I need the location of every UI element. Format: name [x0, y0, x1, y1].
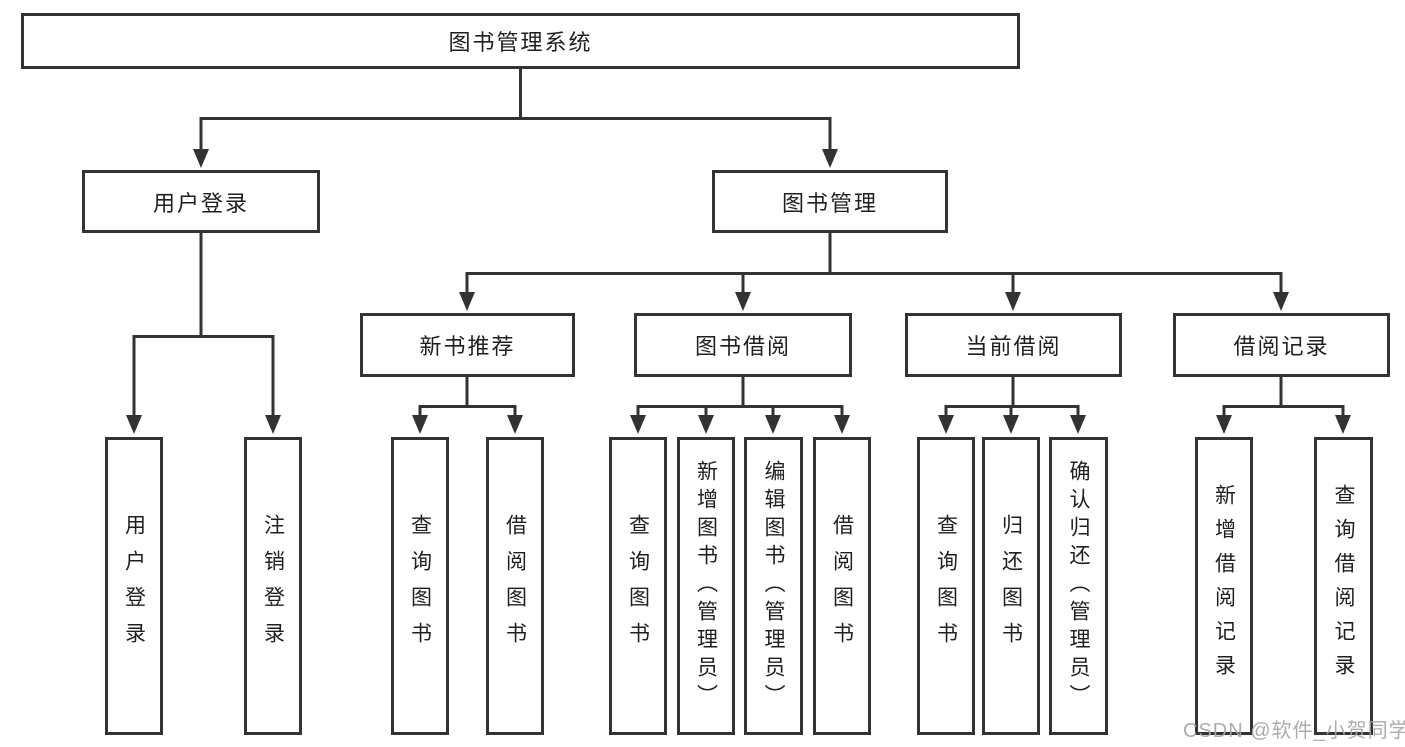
- node-borrowing-records: 借阅记录: [1173, 313, 1390, 377]
- node-new-book-recommend: 新书推荐: [360, 313, 575, 377]
- node-leaf-query-books-current: 查询图书: [917, 437, 975, 735]
- node-user-login: 用户登录: [82, 170, 320, 233]
- node-book-borrowing: 图书借阅: [634, 313, 852, 377]
- node-current-borrowing: 当前借阅: [905, 313, 1122, 377]
- node-leaf-confirm-return-admin: 确认归还（管理员）: [1049, 437, 1108, 735]
- node-leaf-logout: 注销登录: [244, 437, 302, 735]
- node-leaf-edit-book-admin: 编辑图书（管理员）: [744, 437, 803, 735]
- node-leaf-user-login: 用户登录: [105, 437, 163, 735]
- node-leaf-query-books-recommend: 查询图书: [391, 437, 449, 735]
- node-leaf-add-borrow-record: 新增借阅记录: [1195, 437, 1253, 735]
- node-leaf-query-borrow-record: 查询借阅记录: [1314, 437, 1373, 735]
- node-library-management-system: 图书管理系统: [21, 13, 1020, 69]
- node-leaf-return-books: 归还图书: [982, 437, 1040, 735]
- arrowheads: [126, 149, 1351, 434]
- node-leaf-add-book-admin: 新增图书（管理员）: [677, 437, 735, 735]
- node-leaf-borrow-books-recommend: 借阅图书: [486, 437, 544, 735]
- node-book-management: 图书管理: [712, 170, 948, 233]
- node-leaf-borrow-books-borrowing: 借阅图书: [813, 437, 871, 735]
- node-leaf-query-books-borrowing: 查询图书: [609, 437, 667, 735]
- watermark: CSDN @软件_小贺同学: [1183, 720, 1405, 742]
